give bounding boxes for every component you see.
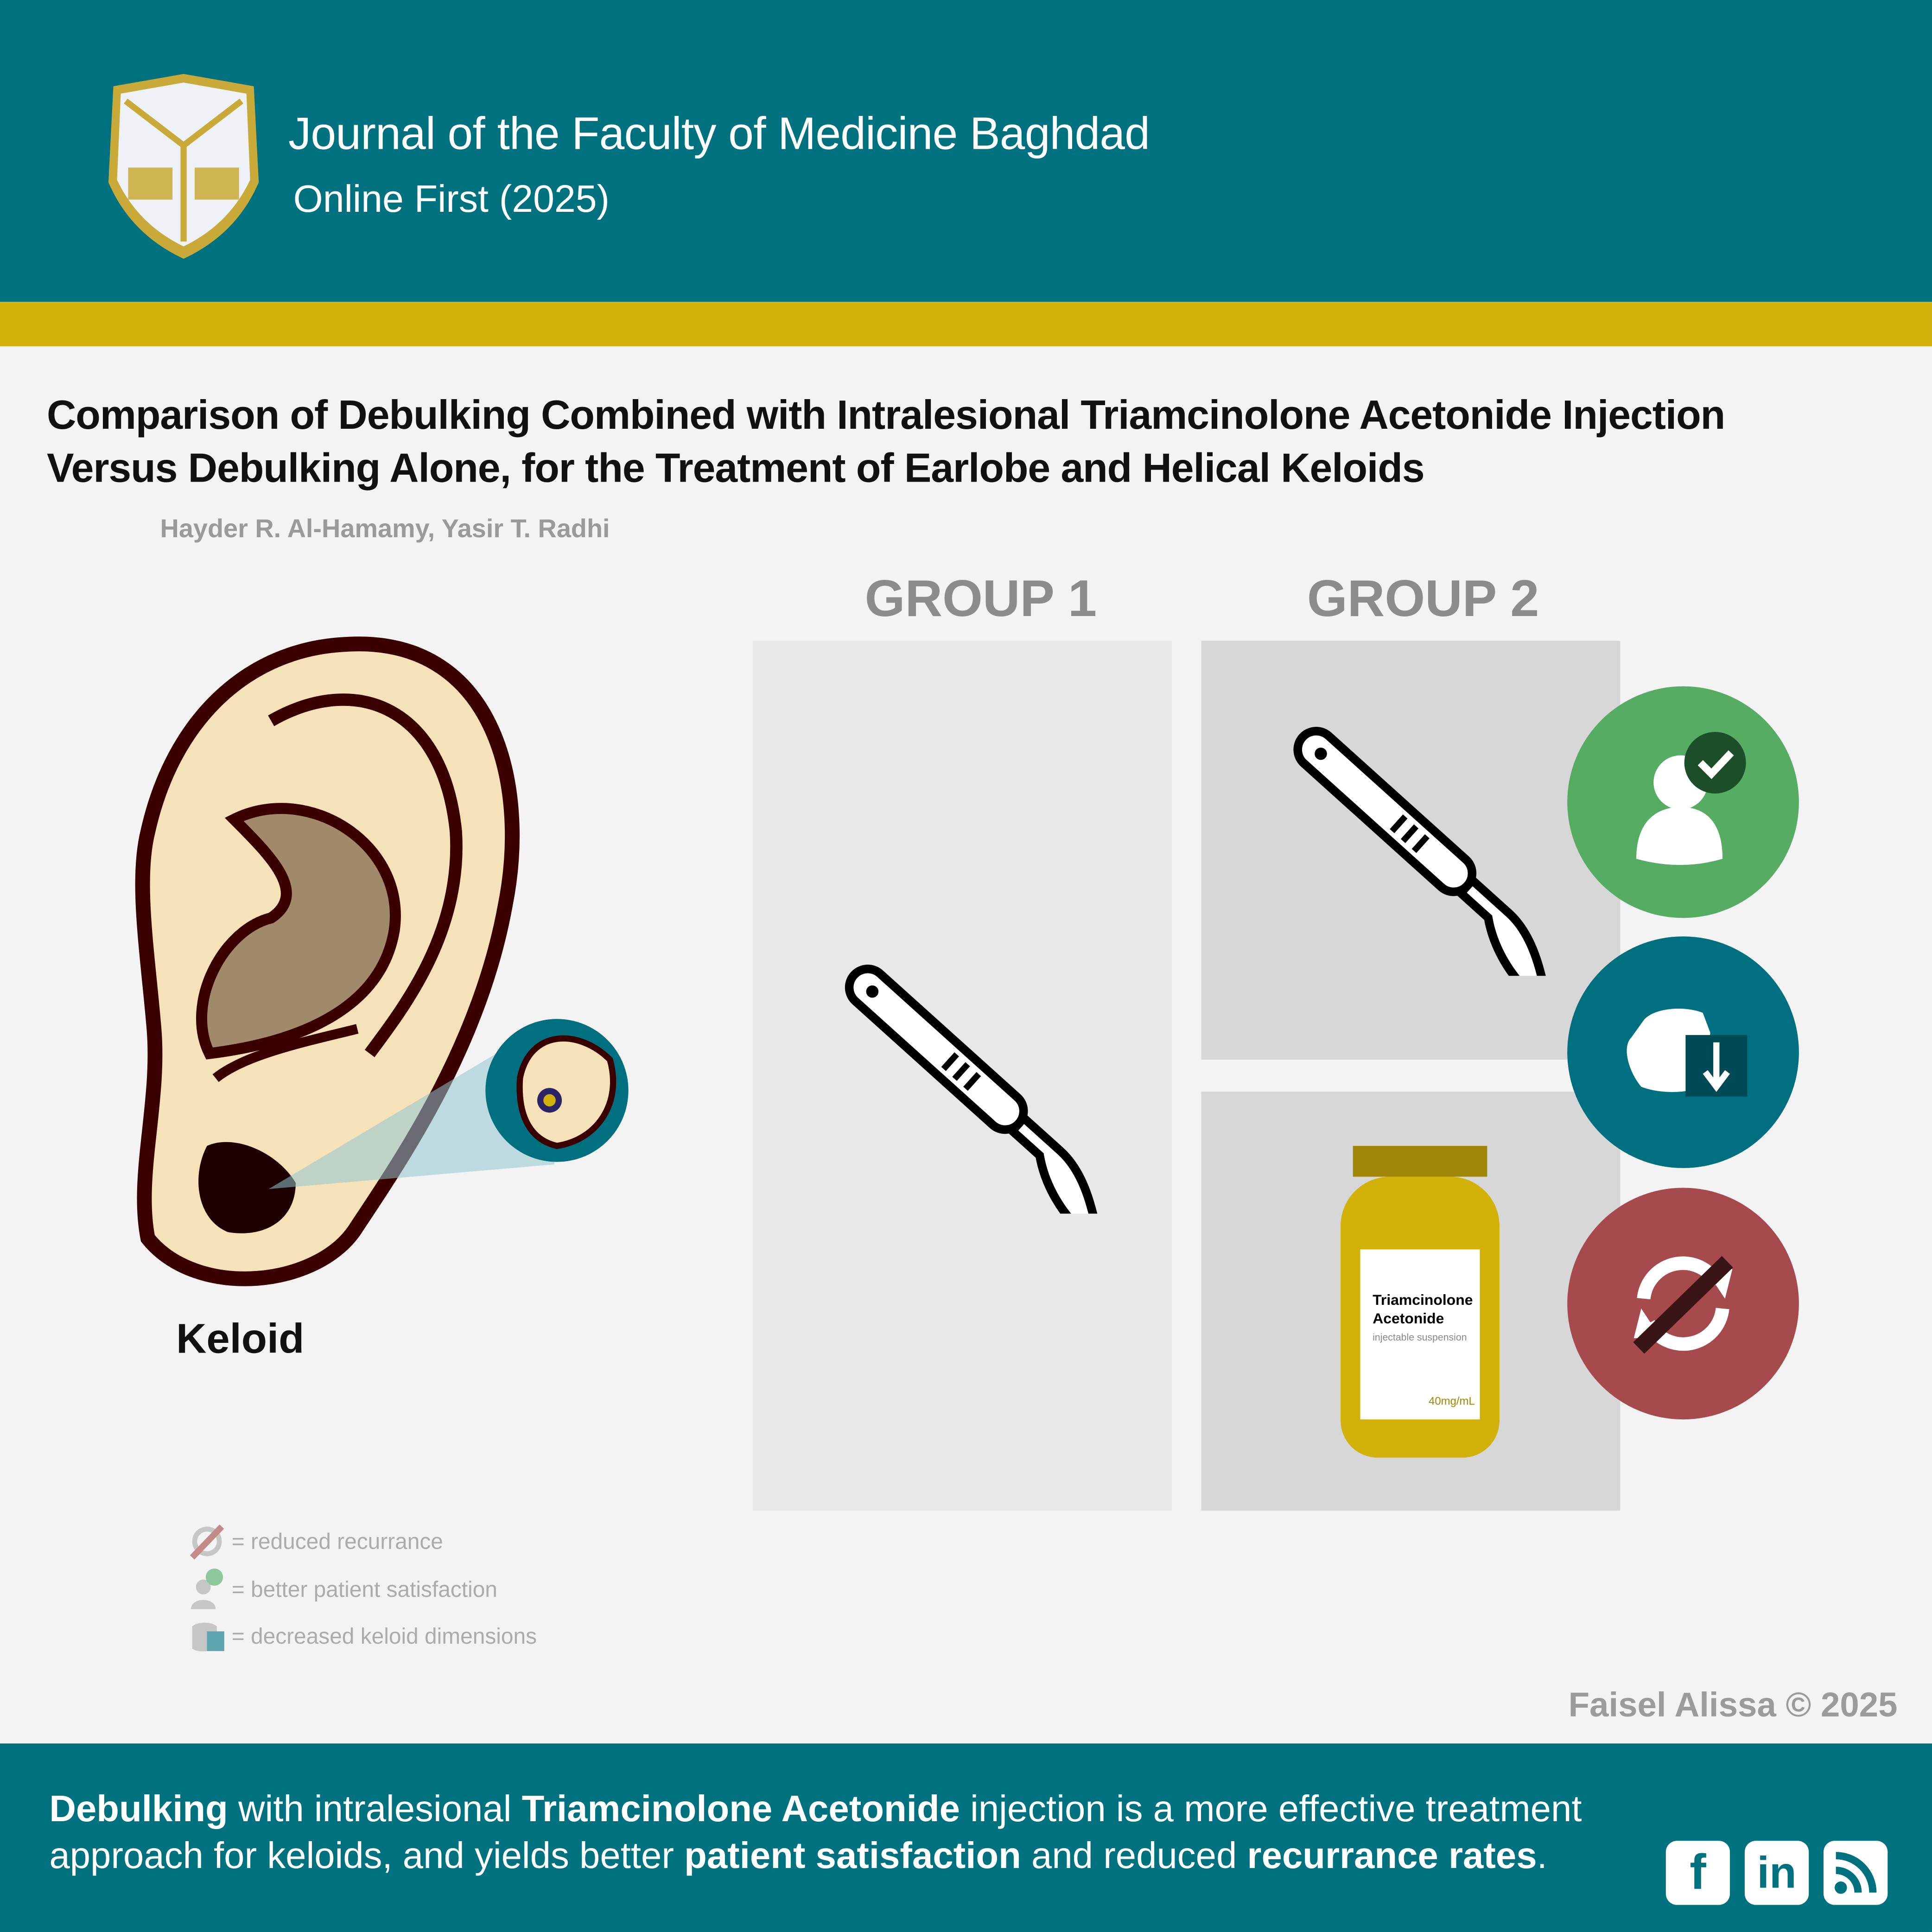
rss-button[interactable] — [1824, 1841, 1888, 1905]
reduced-recurrence-icon — [190, 1524, 224, 1560]
patient-satisfaction-icon — [191, 1568, 223, 1609]
journal-logo — [108, 74, 259, 259]
facebook-button[interactable]: f — [1665, 1841, 1730, 1905]
scalpel-icon — [1293, 727, 1554, 976]
linkedin-button[interactable]: in — [1744, 1841, 1809, 1905]
reduced-recurrence-icon — [1633, 1256, 1733, 1354]
decreased-dimensions-icon — [192, 1622, 224, 1652]
keloid-label: Keloid — [176, 1316, 305, 1363]
group1-panel — [753, 641, 1172, 1511]
journal-subtitle: Online First (2025) — [293, 177, 610, 221]
group2-debulking-panel — [1201, 641, 1621, 1060]
legend-item-recurrence: = reduced recurrance — [187, 1523, 443, 1560]
patient-satisfaction-icon — [1636, 731, 1746, 865]
journal-title: Journal of the Faculty of Medicine Baghd… — [288, 108, 1150, 159]
facebook-icon: f — [1690, 1845, 1706, 1900]
decreased-dimensions-icon — [1627, 1009, 1748, 1097]
scalpel-icon — [845, 965, 1106, 1214]
article-title: Comparison of Debulking Combined with In… — [47, 392, 1725, 490]
rss-icon — [1835, 1852, 1877, 1894]
decreased-dimensions-circle — [1567, 936, 1799, 1168]
legend-item-satisfaction: = better patient satisfaction — [187, 1567, 497, 1612]
legend-text: = better patient satisfaction — [231, 1576, 497, 1602]
vial-dose: 40mg/mL — [1429, 1395, 1475, 1407]
legend-text: = decreased keloid dimensions — [231, 1623, 537, 1648]
group2-heading: GROUP 2 — [1307, 569, 1539, 628]
legend-text: = reduced recurrance — [231, 1528, 443, 1553]
gold-divider — [0, 302, 1932, 346]
vial-form: injectable suspension — [1373, 1332, 1467, 1343]
ear-illustration — [135, 636, 629, 1286]
conclusion-text: Debulking with intralesional Triamcinolo… — [49, 1789, 1582, 1877]
footer — [0, 1743, 1932, 1932]
author-credit: Faisel Alissa © 2025 — [1568, 1685, 1898, 1724]
vial-cap — [1353, 1146, 1487, 1177]
group1-heading: GROUP 1 — [864, 569, 1097, 628]
patient-satisfaction-circle — [1567, 686, 1799, 918]
article-authors: Hayder R. Al-Hamamy, Yasir T. Radhi — [160, 515, 610, 544]
reduced-recurrence-circle — [1567, 1188, 1799, 1420]
legend-item-dimensions: = decreased keloid dimensions — [187, 1619, 537, 1653]
linkedin-icon: in — [1757, 1847, 1797, 1898]
header — [0, 0, 1932, 302]
